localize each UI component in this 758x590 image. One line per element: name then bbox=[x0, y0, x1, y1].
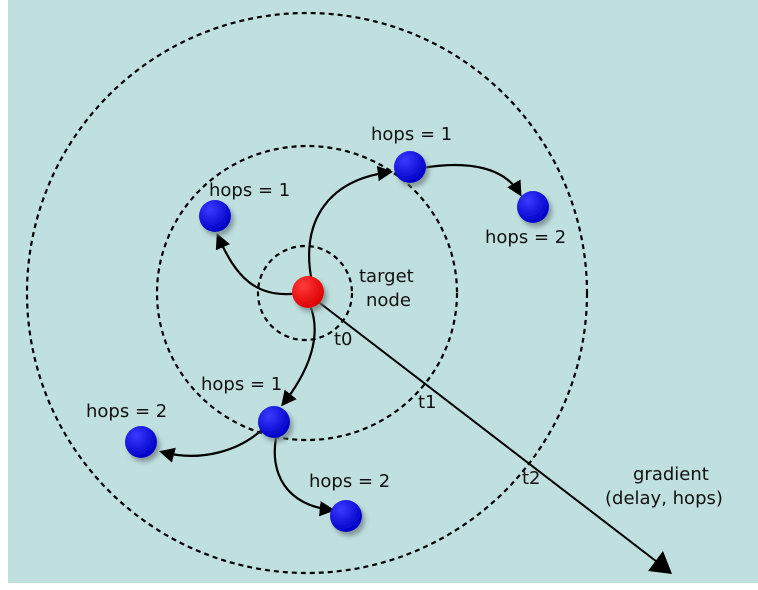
label-hops1-lower: hops = 1 bbox=[201, 374, 282, 395]
node-hops1-left bbox=[199, 200, 231, 232]
node-hops2-right bbox=[517, 191, 549, 223]
range-circle-t1 bbox=[155, 144, 459, 442]
diagram-background bbox=[8, 0, 758, 583]
target-node bbox=[292, 276, 324, 308]
node-hops1-lower bbox=[258, 406, 290, 438]
label-t2: t2 bbox=[522, 468, 541, 489]
label-hops2-bottom: hops = 2 bbox=[309, 471, 390, 492]
edge-target-to-hops1-top bbox=[308, 165, 394, 283]
label-hops2-left: hops = 2 bbox=[86, 401, 167, 422]
label-t0: t0 bbox=[334, 329, 353, 350]
edge-hops1lower-to-hops2-left bbox=[159, 425, 267, 463]
label-gradient-line2: (delay, hops) bbox=[605, 488, 723, 509]
gradient-arrow bbox=[311, 296, 666, 569]
node-hops2-bottom bbox=[330, 500, 362, 532]
label-t1: t1 bbox=[418, 392, 437, 413]
edge-target-to-hops1-left bbox=[215, 233, 301, 296]
label-target-line2: node bbox=[366, 290, 411, 311]
gradient-arrow-head bbox=[648, 551, 672, 574]
node-hops2-left bbox=[125, 426, 157, 458]
label-target-line1: target bbox=[359, 266, 414, 287]
edge-hops1top-to-hops2-right bbox=[421, 163, 522, 197]
node-hops1-top bbox=[394, 151, 426, 183]
label-hops1-left: hops = 1 bbox=[209, 180, 290, 201]
range-circle-t0 bbox=[256, 244, 354, 342]
edge-hops1lower-to-hops2-bottom bbox=[273, 437, 336, 517]
edge-target-to-hops1-lower bbox=[281, 304, 316, 407]
label-gradient-line1: gradient bbox=[633, 464, 709, 485]
label-hops1-top: hops = 1 bbox=[371, 124, 452, 145]
range-circle-t2 bbox=[25, 11, 589, 575]
label-hops2-right: hops = 2 bbox=[485, 227, 566, 248]
